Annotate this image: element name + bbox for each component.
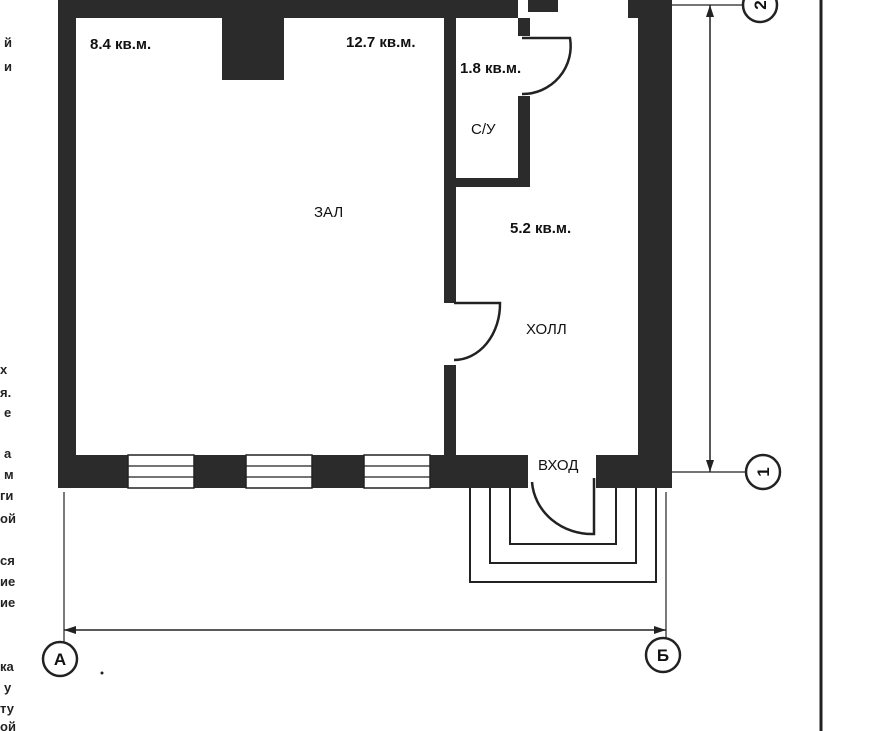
windows xyxy=(127,454,431,489)
margin-fragment: ги xyxy=(0,488,13,503)
dimension-lines xyxy=(63,4,745,642)
margin-fragment: ка xyxy=(0,659,15,674)
wall-bottom-segment xyxy=(596,455,672,488)
wall-top-segment xyxy=(528,0,558,12)
wc-name-label: С/У xyxy=(471,121,496,138)
axis-label: 1 xyxy=(754,467,773,476)
margin-fragment: ие xyxy=(0,574,15,589)
window xyxy=(127,454,195,489)
margin-fragment: ту xyxy=(0,701,15,716)
margin-fragment: и xyxy=(4,59,12,74)
wall-left xyxy=(58,0,76,488)
axis-marker-a: А xyxy=(41,640,79,678)
wall-bottom-segment xyxy=(58,455,128,488)
wall-right xyxy=(638,0,672,488)
wall-bottom-segment xyxy=(430,455,528,488)
entrance-steps xyxy=(469,488,657,583)
margin-fragment: а xyxy=(4,446,12,461)
axis-label: 2 xyxy=(751,0,770,9)
wc-area-label: 1.8 кв.м. xyxy=(460,60,521,77)
partition-wall xyxy=(444,365,456,457)
lobby-name-label: ХОЛЛ xyxy=(526,321,567,338)
area-label-left: 8.4 кв.м. xyxy=(90,36,151,53)
axis-label: А xyxy=(54,650,66,669)
entrance-door xyxy=(530,478,596,536)
margin-fragment: ой xyxy=(0,511,16,526)
area-label-center: 12.7 кв.м. xyxy=(346,34,416,51)
axis-marker-1: 1 xyxy=(744,453,782,491)
partition-wall xyxy=(444,18,456,303)
walls xyxy=(58,0,672,488)
doors xyxy=(453,36,596,536)
margin-fragment: ся xyxy=(0,553,15,568)
window xyxy=(245,454,313,489)
lobby-area-label: 5.2 кв.м. xyxy=(510,220,571,237)
hall-door xyxy=(453,301,502,362)
wc-wall-right-top xyxy=(518,18,530,36)
wc-wall-bottom xyxy=(444,178,530,187)
margin-fragment: у xyxy=(4,680,12,695)
wall-bottom-segment xyxy=(194,455,246,488)
margin-fragment: ой xyxy=(0,719,16,731)
axis-marker-2: 2 xyxy=(741,0,779,24)
axis-label: Б xyxy=(657,646,669,665)
window xyxy=(363,454,431,489)
entrance-label: ВХОД xyxy=(538,457,578,474)
wall-top xyxy=(58,0,518,18)
margin-fragment: я. xyxy=(0,385,11,400)
margin-fragment: е xyxy=(4,405,11,420)
margin-fragment: м xyxy=(4,467,14,482)
wall-bottom-segment xyxy=(312,455,364,488)
wall-column xyxy=(222,18,284,80)
axis-marker-b: Б xyxy=(644,636,682,674)
hall-name-label: ЗАЛ xyxy=(314,204,343,221)
margin-fragment: й xyxy=(4,35,12,50)
mark-dot xyxy=(100,671,104,675)
wc-door xyxy=(521,36,572,96)
margin-fragment: х xyxy=(0,362,8,377)
margin-text-column: й и х я. е а м ги ой ся ие ие ка у ту ой xyxy=(0,35,16,731)
margin-fragment: ие xyxy=(0,595,15,610)
wc-wall-right xyxy=(518,96,530,186)
